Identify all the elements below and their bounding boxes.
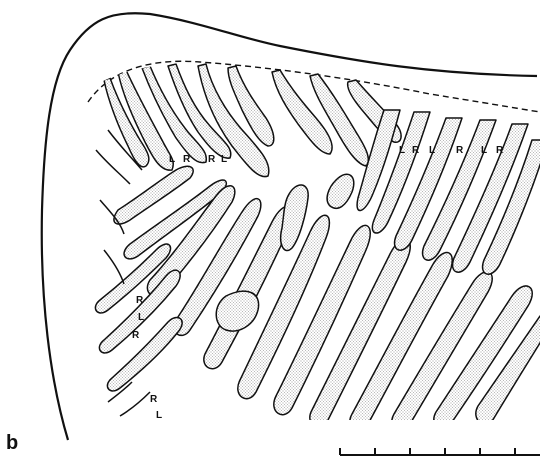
label-side-l1: L bbox=[138, 312, 144, 323]
scale-bar bbox=[340, 448, 540, 455]
label-top-left-r2: R bbox=[208, 154, 216, 165]
stripe-33 bbox=[327, 174, 354, 208]
label-top-left-r: R bbox=[183, 154, 191, 165]
label-side-r1: R bbox=[136, 295, 144, 306]
label-top-right-r3: R bbox=[496, 145, 504, 156]
panel-letter: b bbox=[6, 432, 18, 454]
label-top-right-l: L bbox=[399, 145, 405, 156]
label-side-r2: R bbox=[132, 330, 140, 341]
stripe-field bbox=[95, 64, 547, 431]
label-top-right-l3: L bbox=[481, 145, 487, 156]
stripe-31 bbox=[216, 291, 258, 331]
label-top-right-r2: R bbox=[456, 145, 464, 156]
label-side-l2: L bbox=[156, 410, 162, 421]
label-top-right-r: R bbox=[412, 145, 420, 156]
label-top-left-l: L bbox=[169, 154, 175, 165]
label-top-left-l2: L bbox=[221, 154, 227, 165]
label-side-r3: R bbox=[150, 394, 158, 405]
stripe-32 bbox=[281, 185, 308, 251]
label-top-right-l2: L bbox=[429, 145, 435, 156]
